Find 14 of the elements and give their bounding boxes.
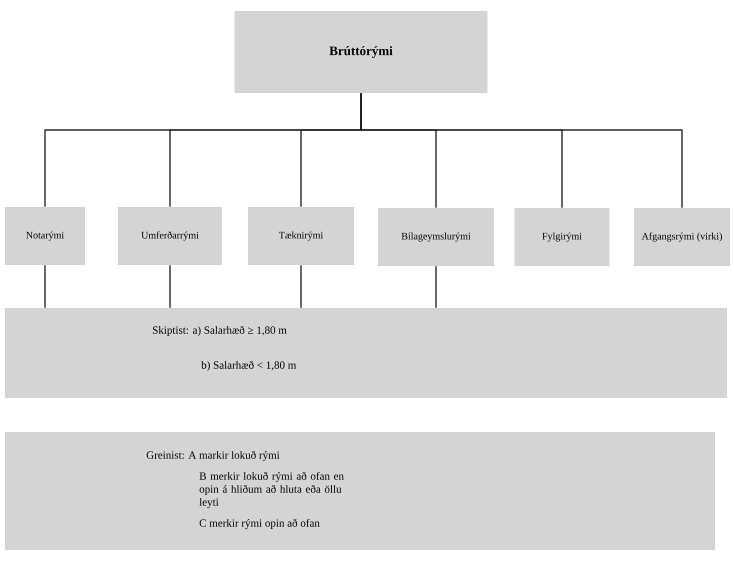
connector-line xyxy=(435,266,437,308)
note-box: Greinist: A markir lokuð rými B merkir lokuð rými að ofan en opin á hliðum að hluta eða öllu leyti C merkir rými opin að ofan xyxy=(5,432,715,550)
category-box: Fylgirými xyxy=(514,208,610,266)
category-box: Afgangsrými (virki) xyxy=(634,208,730,266)
connector-line xyxy=(360,93,683,208)
category-box: Notarými xyxy=(5,207,85,265)
connector-line xyxy=(44,265,46,308)
connector-line xyxy=(300,265,302,308)
category-box: Umferðarrými xyxy=(118,207,222,265)
category-box: Bílageymslurými xyxy=(378,208,494,266)
category-box: Tæknirými xyxy=(248,207,354,265)
note-box: Skiptist: a) Salarhæð ≥ 1,80 m b) Salarhæð < 1,80 m xyxy=(5,308,727,398)
root-box: Brúttórými xyxy=(234,11,488,93)
connector-line xyxy=(169,265,171,308)
